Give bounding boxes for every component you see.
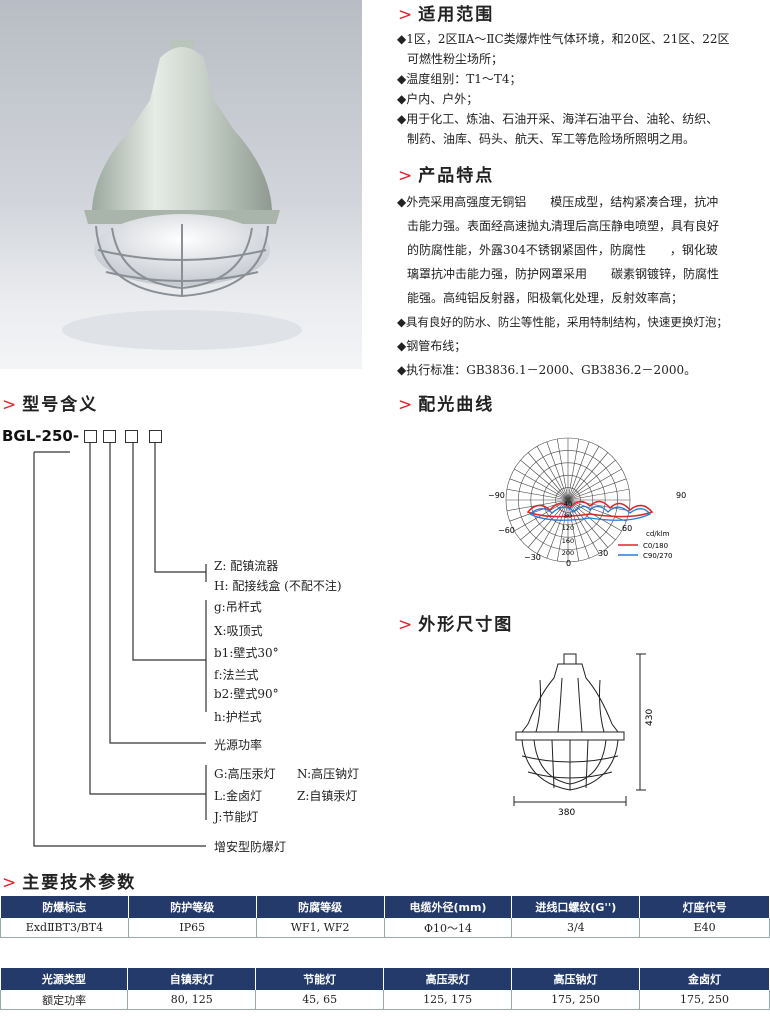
table-header: 节能灯 (255, 968, 385, 990)
table-header: 金卤灯 (639, 968, 770, 990)
option-l-lamp: L:金卤灯 (214, 789, 263, 803)
legend-c0: C0/180 (643, 542, 668, 550)
table-cell: 80, 125 (127, 990, 257, 1010)
table-header: 高压钠灯 (511, 968, 641, 990)
scope-line: ◆户内、户外； (397, 92, 479, 106)
table-cell: IP65 (128, 918, 257, 938)
table-cell: 175, 250 (511, 990, 641, 1010)
option-b2: b2:壁式90° (214, 687, 279, 701)
model-code: BGL-250- (2, 427, 80, 445)
table-cell: Φ10～14 (384, 918, 513, 938)
curve-c0 (526, 500, 654, 518)
angle-label: −30 (524, 553, 541, 562)
option-box (125, 430, 138, 443)
table-header: 灯座代号 (639, 896, 770, 918)
table-header: 防护等级 (128, 896, 257, 918)
angle-label: 60 (622, 524, 632, 533)
scope-line: ◆温度组别：T1～T4； (397, 72, 522, 86)
features-title: >产品特点 (398, 166, 495, 186)
option-n-lamp: N:高压钠灯 (297, 767, 360, 781)
angle-label: 90 (676, 491, 686, 500)
specs-title: >主要技术参数 (2, 873, 137, 893)
table-cell: 额定功率 (0, 990, 129, 1010)
product-photo (0, 0, 362, 369)
feature-line: 击能力强。表面经高速抛丸清理后高压静电喷塑，具有良好 (407, 219, 720, 233)
scope-line: 可燃性粉尘场所； (407, 52, 504, 66)
unit-label: cd/klm (646, 530, 670, 538)
table-cell: 3/4 (511, 918, 641, 938)
radial-label: 40 (564, 500, 572, 508)
spec-table-2: 光源类型 自镇汞灯 节能灯 高压汞灯 高压钠灯 金卤灯 额定功率 80, 125… (0, 968, 770, 1010)
feature-line: 能强。高纯铝反射器，阳极氧化处理，反射效率高； (407, 291, 684, 305)
table-cell: 45, 65 (255, 990, 385, 1010)
option-hr: h:护栏式 (214, 710, 262, 724)
option-j-lamp: J:节能灯 (214, 810, 259, 824)
dimension-drawing: 430 380 (513, 653, 655, 818)
table-header: 自镇汞灯 (127, 968, 257, 990)
table-header: 防腐等级 (256, 896, 385, 918)
table-cell: 175, 250 (639, 990, 770, 1010)
table-header: 防爆标志 (0, 896, 129, 918)
option-h: H: 配接线盒 (不配不注) (214, 579, 342, 593)
curve-c90 (528, 505, 652, 521)
scope-line: ◆1区，2区ⅡA～ⅡC类爆炸性气体环境，和20区、21区、22区 (397, 32, 730, 46)
table-cell: 125, 175 (383, 990, 513, 1010)
angle-label: −90 (488, 491, 505, 500)
angle-label: 0 (566, 559, 571, 568)
feature-line: ◆执行标准：GB3836.1－2000、GB3836.2－2000。 (397, 363, 697, 377)
legend-c90: C90/270 (643, 552, 673, 560)
height-dimension: 430 (645, 709, 655, 726)
table-cell: E40 (639, 918, 770, 938)
model-tree-lines (33, 442, 207, 847)
angle-label: −60 (498, 526, 515, 535)
scope-line: 制药、油库、码头、航天、军工等危险场所照明之用。 (407, 132, 696, 146)
features-text: ◆外壳采用高强度无铜铝 模压成型，结构紧凑合理，抗冲 击能力强。表面经高速抛丸清… (397, 190, 769, 382)
table-header: 电缆外径(mm) (384, 896, 513, 918)
option-g-lamp: G:高压汞灯 (214, 767, 276, 781)
radial-label: 200 (562, 549, 574, 557)
width-dimension: 380 (558, 808, 575, 818)
option-f: f:法兰式 (214, 668, 259, 682)
angle-label: 30 (598, 549, 608, 558)
feature-line: ◆外壳采用高强度无铜铝 模压成型，结构紧凑合理，抗冲 (397, 195, 719, 209)
option-power: 光源功率 (214, 738, 263, 752)
photometric-diagram: −90 90 −60 60 −30 30 0 40 80 120 160 200… (488, 437, 686, 568)
option-name: 增安型防爆灯 (214, 840, 287, 854)
option-z: Z: 配镇流器 (214, 559, 279, 573)
feature-line: ◆钢管布线； (397, 339, 467, 353)
table-header: 进线口螺纹(G'') (511, 896, 641, 918)
table-header: 光源类型 (0, 968, 129, 990)
option-g: g:吊杆式 (214, 600, 262, 614)
table-header: 高压汞灯 (383, 968, 513, 990)
scope-text: ◆1区，2区ⅡA～ⅡC类爆炸性气体环境，和20区、21区、22区 可燃性粉尘场所… (397, 29, 729, 149)
radial-label: 160 (562, 537, 574, 545)
feature-line: ◆具有良好的防水、防尘等性能，采用特制结构，快速更换灯泡； (397, 315, 728, 329)
radial-label: 80 (564, 512, 572, 520)
table-row: ExdⅡBT3/BT4 IP65 WF1, WF2 Φ10～14 3/4 E40 (0, 918, 770, 938)
scope-line: ◆用于化工、炼油、石油开采、海洋石油平台、油轮、纺织、 (397, 112, 719, 126)
model-title: >型号含义 (2, 395, 99, 415)
lamp-illustration (62, 40, 302, 350)
table-cell: ExdⅡBT3/BT4 (0, 918, 129, 938)
dimensions-title: >外形尺寸图 (398, 615, 514, 635)
photometric-title: >配光曲线 (398, 395, 495, 415)
scope-title: >适用范围 (398, 5, 495, 25)
feature-line: 璃罩抗冲击能力强，防护网罩采用 碳素钢镀锌，防腐性 (407, 267, 720, 281)
option-x: X:吸顶式 (214, 624, 263, 638)
option-b1: b1:壁式30° (214, 646, 279, 660)
option-z-lamp: Z:自镇汞灯 (297, 789, 358, 803)
feature-line: 的防腐性能，外露304不锈钢紧固件，防腐性 ，钢化玻 (407, 243, 718, 257)
spec-table-1: 防爆标志 防护等级 防腐等级 电缆外径(mm) 进线口螺纹(G'') 灯座代号 … (0, 896, 770, 938)
table-row: 额定功率 80, 125 45, 65 125, 175 175, 250 17… (0, 990, 770, 1010)
table-header-row: 光源类型 自镇汞灯 节能灯 高压汞灯 高压钠灯 金卤灯 (0, 968, 770, 990)
table-cell: WF1, WF2 (256, 918, 385, 938)
radial-label: 120 (562, 524, 574, 532)
table-header-row: 防爆标志 防护等级 防腐等级 电缆外径(mm) 进线口螺纹(G'') 灯座代号 (0, 896, 770, 918)
